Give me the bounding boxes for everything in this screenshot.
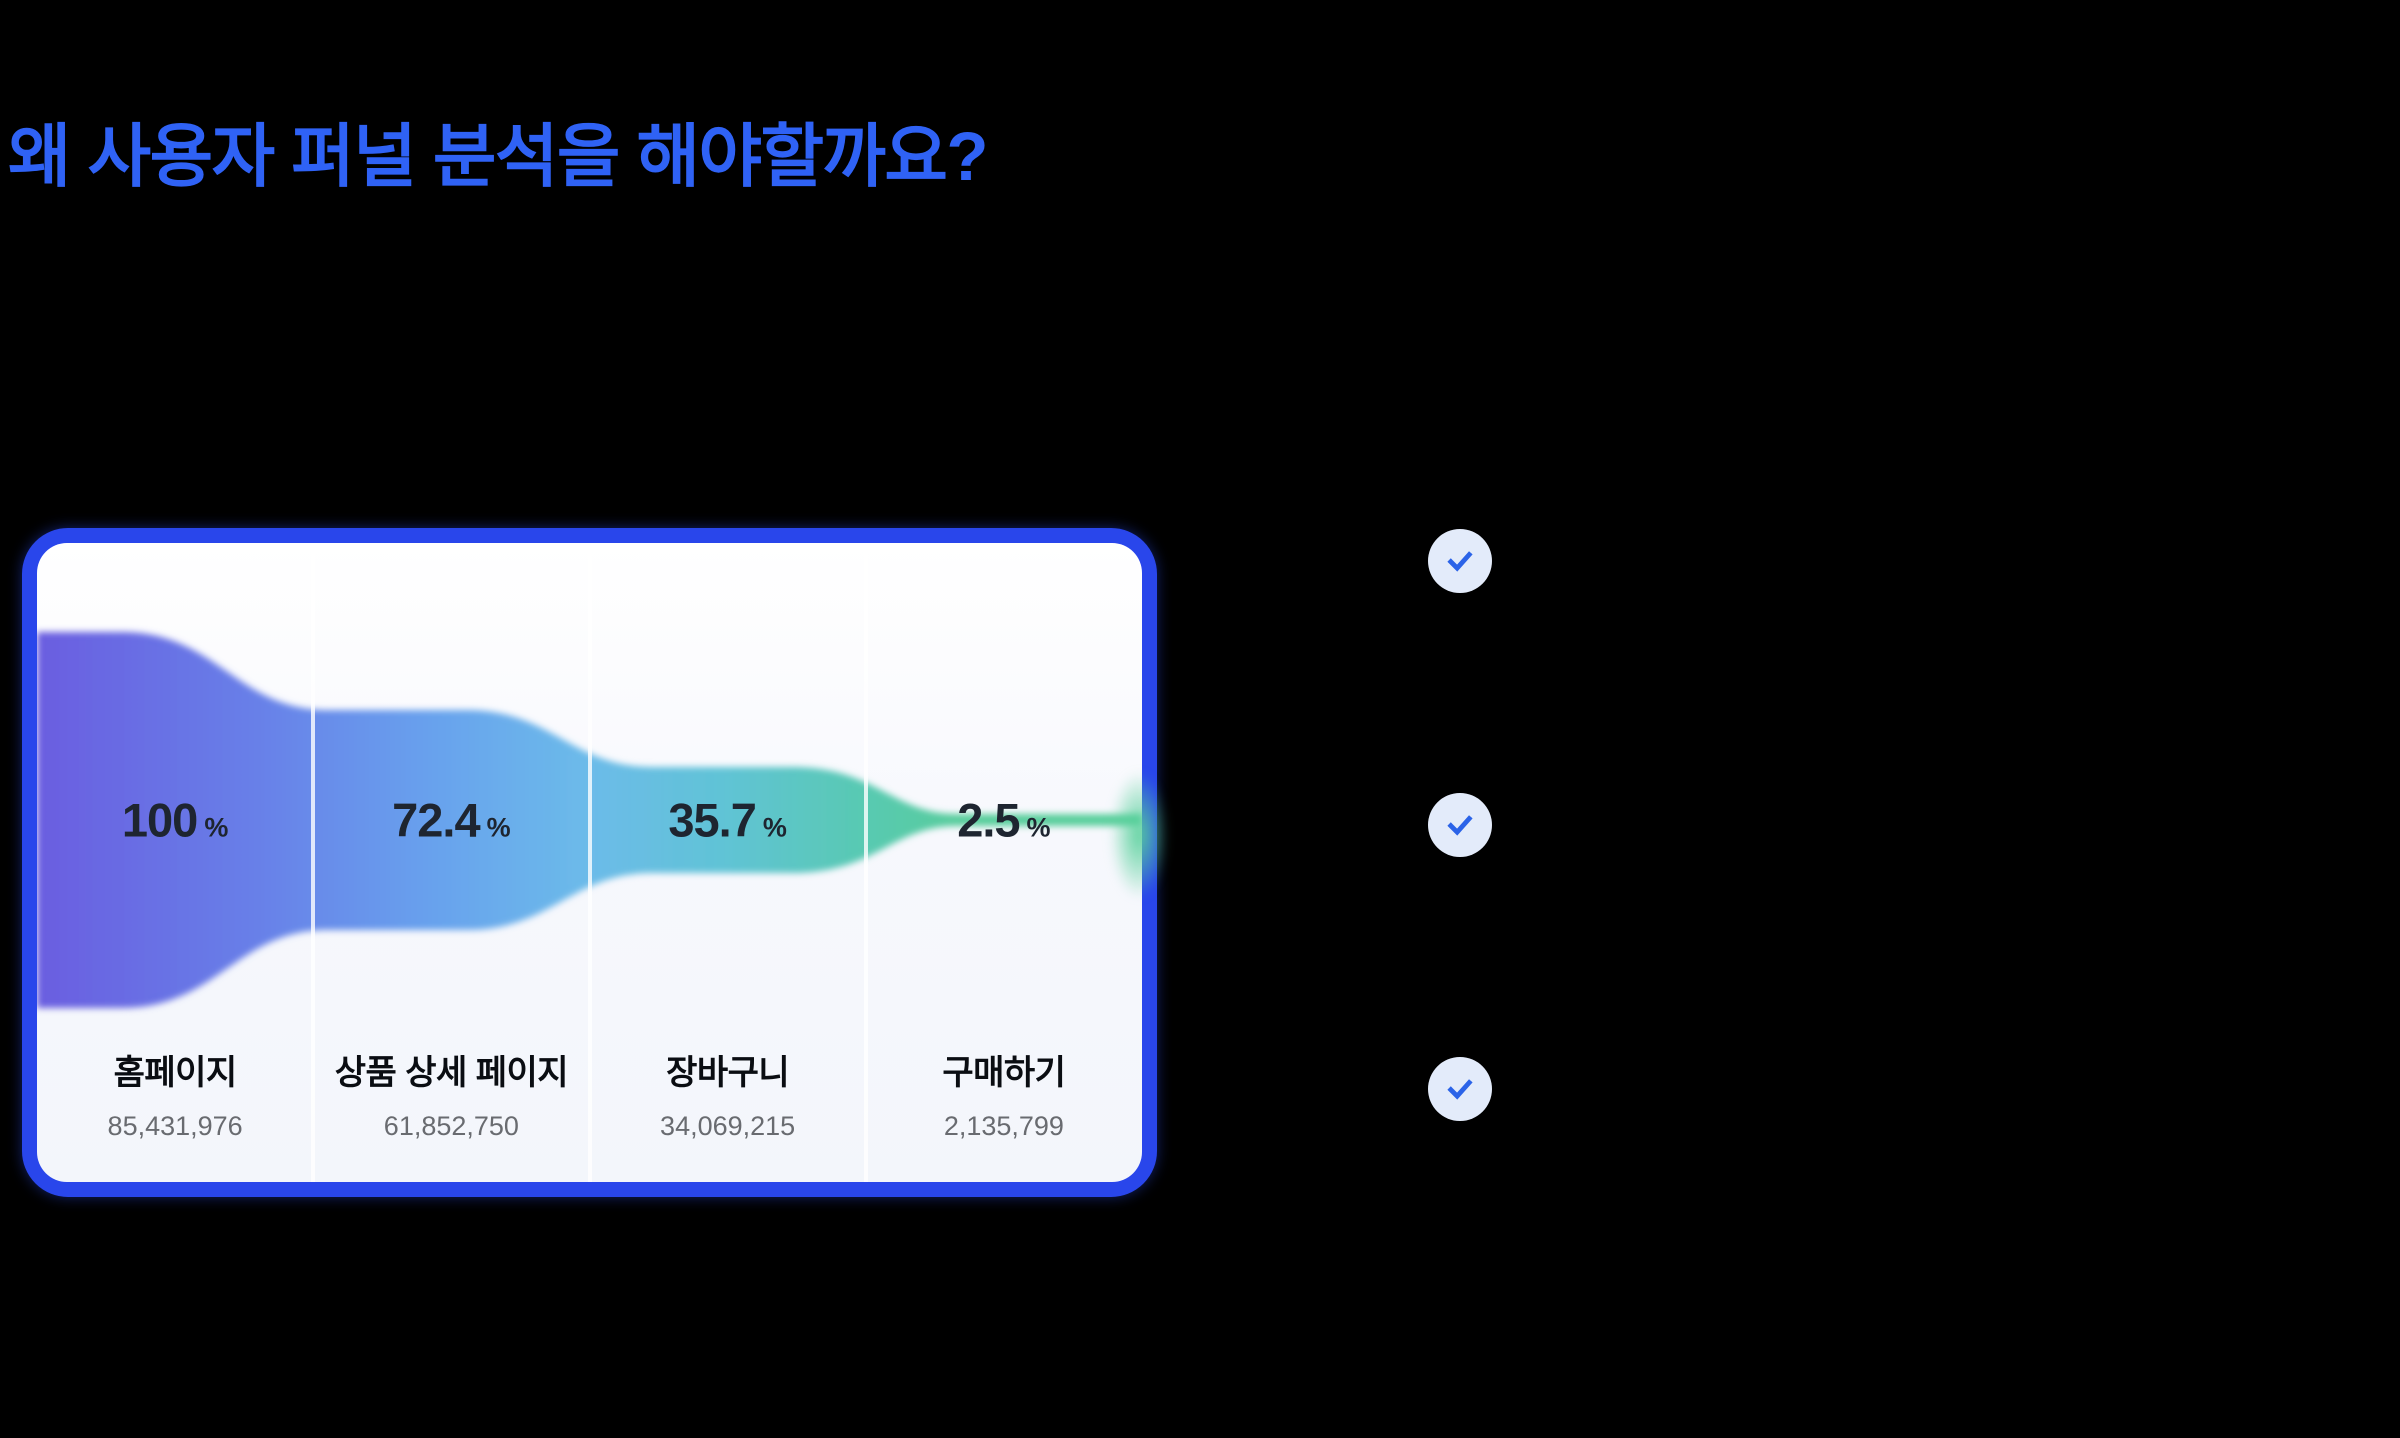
funnel-chart-card: 100 % 72.4 % 35.7 % 2.5 % 홈페이지 bbox=[22, 528, 1168, 1197]
stage-label: 홈페이지 85,431,976 bbox=[37, 1045, 313, 1142]
stage-name: 구매하기 bbox=[942, 1054, 1066, 1092]
stage-percent: 100 % bbox=[37, 793, 313, 848]
stage-percent: 72.4 % bbox=[313, 793, 589, 848]
funnel-exit-glow bbox=[1110, 771, 1168, 899]
percent-unit: % bbox=[1026, 812, 1051, 843]
percent-row: 100 % 72.4 % 35.7 % 2.5 % bbox=[37, 793, 1142, 848]
checkmark-glyph bbox=[1447, 1079, 1473, 1100]
stage-count: 61,852,750 bbox=[383, 1111, 519, 1141]
stage-percent: 35.7 % bbox=[590, 793, 866, 848]
stage-name: 홈페이지 bbox=[113, 1054, 238, 1092]
percent-value: 35.7 bbox=[668, 793, 756, 847]
check-icon bbox=[1428, 793, 1492, 857]
percent-value: 72.4 bbox=[392, 793, 480, 847]
checkmark-glyph bbox=[1447, 551, 1473, 572]
stage-label: 장바구니 34,069,215 bbox=[590, 1045, 866, 1142]
stage-divider bbox=[864, 543, 868, 1182]
check-icon bbox=[1428, 529, 1492, 593]
stage-labels-row: 홈페이지 85,431,976 상품 상세 페이지 61,852,750 장바구… bbox=[37, 1045, 1142, 1142]
stage-label: 구매하기 2,135,799 bbox=[866, 1045, 1142, 1142]
stage-percent: 2.5 % bbox=[866, 793, 1142, 848]
percent-value: 2.5 bbox=[957, 793, 1020, 847]
percent-unit: % bbox=[486, 812, 511, 843]
percent-unit: % bbox=[762, 812, 787, 843]
stage-count: 2,135,799 bbox=[943, 1111, 1064, 1141]
stage-divider bbox=[311, 543, 315, 1182]
page-title: 왜 사용자 퍼널 분석을 해야할까요? bbox=[8, 118, 989, 195]
stage-label: 상품 상세 페이지 61,852,750 bbox=[313, 1045, 589, 1142]
stage-name: 장바구니 bbox=[666, 1054, 790, 1092]
funnel-chart-area: 100 % 72.4 % 35.7 % 2.5 % 홈페이지 bbox=[37, 543, 1142, 1182]
checkmark-glyph bbox=[1447, 815, 1473, 836]
stage-name: 상품 상세 페이지 bbox=[334, 1054, 569, 1092]
stage-count: 34,069,215 bbox=[660, 1111, 796, 1141]
stage-count: 85,431,976 bbox=[107, 1111, 243, 1141]
percent-unit: % bbox=[204, 812, 229, 843]
percent-value: 100 bbox=[121, 793, 198, 847]
check-icon bbox=[1428, 1057, 1492, 1121]
stage-divider bbox=[588, 543, 592, 1182]
